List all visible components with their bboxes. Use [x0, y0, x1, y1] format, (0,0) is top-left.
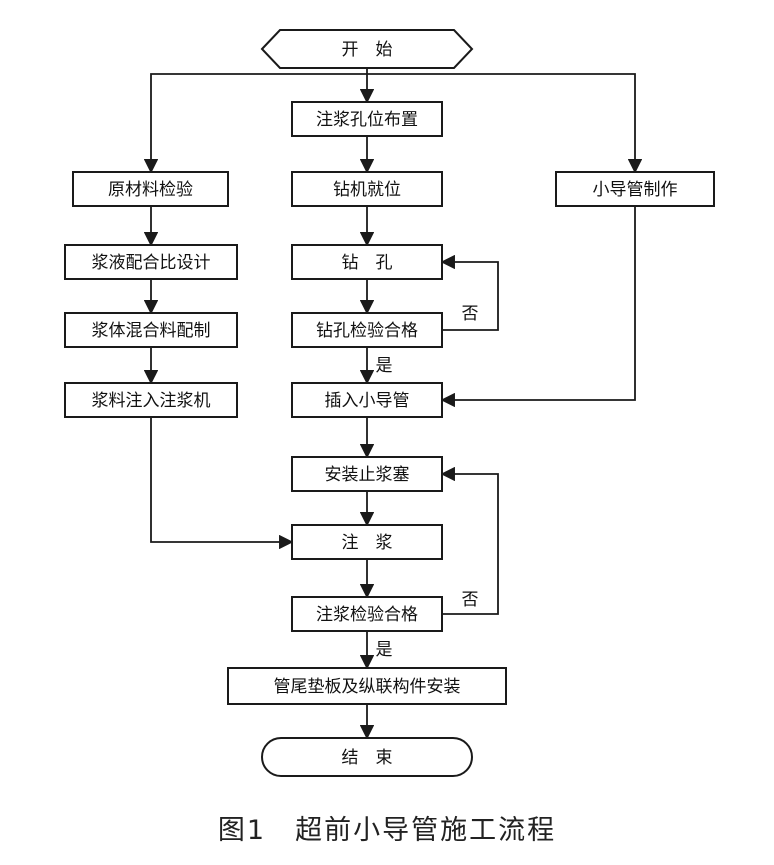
edge-drill-fail-loop [440, 254, 499, 331]
node-install-plug: 安装止浆塞 [291, 456, 443, 492]
node-raw-check: 原材料检验 [72, 171, 229, 207]
node-label: 安装止浆塞 [325, 465, 410, 485]
node-label: 小导管制作 [593, 180, 678, 200]
node-install-parts: 管尾垫板及纵联构件安装 [227, 667, 507, 705]
node-drill-check: 钻孔检验合格 [291, 312, 443, 348]
flow-edges [143, 68, 643, 740]
node-label: 浆料注入注浆机 [92, 391, 211, 411]
edge-label-grout-fail: 否 [462, 590, 479, 610]
node-label: 管尾垫板及纵联构件安装 [274, 677, 461, 697]
node-shape [72, 171, 229, 207]
node-shape [555, 171, 715, 207]
node-feed-pump: 浆料注入注浆机 [64, 382, 238, 418]
edge-feed-grout [150, 417, 294, 550]
node-hole-layout: 注浆孔位布置 [291, 101, 443, 137]
node-label: 开 始 [342, 40, 393, 60]
node-start: 开 始 [260, 29, 474, 69]
node-shape [291, 524, 443, 560]
node-shape [64, 382, 238, 418]
node-grout-check: 注浆检验合格 [291, 596, 443, 632]
node-pipe-make: 小导管制作 [555, 171, 715, 207]
node-label: 钻机就位 [333, 180, 401, 200]
node-label: 注 浆 [342, 533, 393, 553]
node-shape [64, 244, 238, 280]
node-label: 浆液配合比设计 [92, 253, 211, 273]
node-shape [260, 29, 474, 69]
node-label: 插入小导管 [325, 391, 410, 411]
node-shape [291, 456, 443, 492]
node-label: 结 束 [342, 748, 393, 768]
node-shape [64, 312, 238, 348]
node-shape [227, 667, 507, 705]
node-shape [291, 101, 443, 137]
node-insert-pipe: 插入小导管 [291, 382, 443, 418]
edge-label-grout-pass: 是 [376, 640, 393, 660]
node-grout: 注 浆 [291, 524, 443, 560]
node-mix-prep: 浆体混合料配制 [64, 312, 238, 348]
node-shape [291, 382, 443, 418]
edge-pipe-insert [440, 206, 636, 408]
node-shape [261, 737, 473, 777]
node-label: 注浆检验合格 [316, 605, 418, 625]
figure-caption: 图1 超前小导管施工流程 [217, 815, 557, 846]
edge-start-pipe [367, 73, 643, 174]
edge-label-drill-fail: 否 [462, 304, 479, 324]
edge-start-raw [143, 73, 367, 174]
node-shape [291, 244, 443, 280]
node-mix-design: 浆液配合比设计 [64, 244, 238, 280]
node-shape [291, 312, 443, 348]
node-label: 原材料检验 [108, 180, 193, 200]
node-label: 注浆孔位布置 [316, 110, 418, 130]
edge-grout-fail-loop [440, 466, 499, 615]
node-drill: 钻 孔 [291, 244, 443, 280]
node-label: 浆体混合料配制 [92, 321, 211, 341]
node-shape [291, 596, 443, 632]
node-rig-position: 钻机就位 [291, 171, 443, 207]
node-label: 钻 孔 [342, 253, 393, 273]
node-shape [291, 171, 443, 207]
node-end: 结 束 [261, 737, 473, 777]
edge-label-drill-pass: 是 [376, 356, 393, 376]
node-label: 钻孔检验合格 [316, 321, 418, 341]
